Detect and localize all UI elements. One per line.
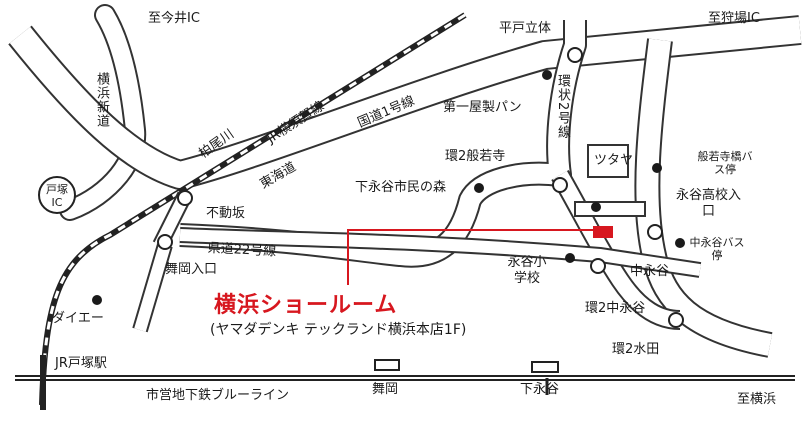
showroom-pointer-line [347, 229, 600, 285]
showroom-subtitle: (ヤマダデンキ テックランド横浜本店1F) [210, 322, 467, 338]
station-maioka [374, 359, 400, 371]
dot-naka-nagaya-bus [675, 238, 685, 248]
label-kan2-hannyaji: 環2般若寺 [445, 149, 506, 164]
block-store [574, 201, 646, 217]
dot-tsutaya [591, 202, 601, 212]
label-jr-totsuka-station: JR戸塚駅 [55, 356, 107, 371]
label-yokohama-shindo: 横浜新道 [94, 72, 109, 128]
node-nagaya-high [647, 224, 663, 240]
label-kan2-mizuta: 環2水田 [612, 342, 660, 357]
dot-daiei [92, 295, 102, 305]
showroom-marker [593, 226, 613, 238]
label-shimonagaya-station: 下永谷 [520, 382, 560, 397]
label-hannyaji-bus: 般若寺橋バス停 [697, 150, 753, 177]
label-hirado-tachitai: 平戸立体 [499, 21, 552, 36]
label-to-kariba-ic: 至狩場IC [708, 11, 760, 26]
node-kan2-mizuta [668, 312, 684, 328]
label-pref22: 県道22号線 [207, 241, 277, 260]
label-subway-blue-line: 市営地下鉄ブルーライン [146, 388, 290, 403]
dot-hannyaji-bus [652, 163, 662, 173]
dot-nagaya-elementary [565, 253, 575, 263]
node-hirado-tachitai [567, 47, 583, 63]
label-naka-nagaya: 中永谷 [630, 264, 670, 279]
label-daiei: ダイエー [52, 311, 104, 326]
station-shimonagaya [531, 361, 559, 373]
label-fudozaka: 不動坂 [206, 206, 246, 221]
dot-daiichiya [542, 70, 552, 80]
label-naka-nagaya-bus: 中永谷バス停 [689, 236, 745, 263]
label-maioka-iriguchi: 舞岡入口 [165, 262, 218, 277]
label-to-yokohama: 至横浜 [737, 392, 777, 407]
label-maioka-station: 舞岡 [372, 382, 399, 397]
label-daiichiya: 第一屋製パン [443, 100, 522, 115]
node-kan2-naka-nagaya [590, 258, 606, 274]
label-nagaya-elementary: 永谷小学校 [507, 255, 547, 287]
label-kan2-naka-nagaya: 環2中永谷 [585, 301, 646, 316]
dot-shimonagaya-forest [474, 183, 484, 193]
node-totsuka-ic [38, 176, 76, 214]
label-tsutaya: ツタヤ [594, 153, 634, 168]
label-totsuka-ic: 戸塚IC [46, 183, 68, 209]
node-fudozaka [177, 190, 193, 206]
node-maioka-iriguchi [157, 234, 173, 250]
showroom-title: 横浜ショールーム [214, 293, 398, 318]
label-to-imai-ic: 至今井IC [148, 11, 200, 26]
block-tsutaya [587, 144, 629, 178]
label-kanjo2: 環状2号線 [555, 74, 570, 140]
node-kan2-hannyaji [552, 177, 568, 193]
label-shimonagaya-forest: 下永谷市民の森 [355, 180, 447, 195]
label-nagaya-high: 永谷高校入口 [676, 188, 742, 220]
